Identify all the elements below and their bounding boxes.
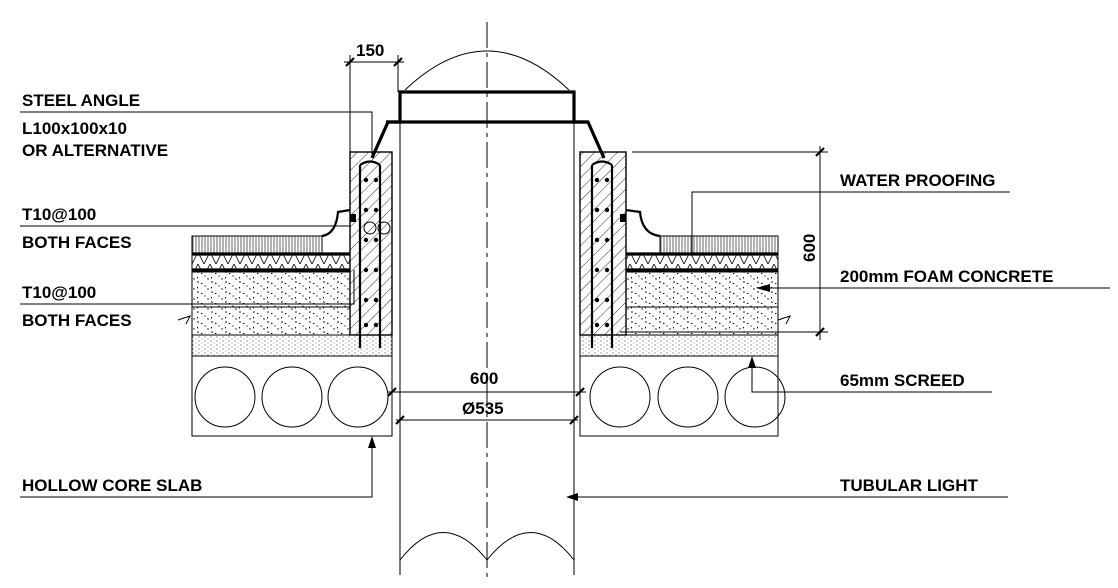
- label-rebar-top: T10@100: [22, 205, 96, 224]
- dim-600-horizontal-text: 600: [470, 369, 498, 388]
- annotation-labels: STEEL ANGLE L100x100x10 OR ALTERNATIVE T…: [22, 91, 1053, 495]
- dim-150-text: 150: [356, 41, 384, 60]
- label-water-proofing: WATER PROOFING: [840, 171, 996, 190]
- waterproofing-finish: [191, 208, 779, 256]
- dim-opening: 600 Ø535: [387, 369, 586, 425]
- dim-600-vertical-text: 600: [800, 234, 819, 262]
- concrete-upstand-right: [579, 151, 627, 348]
- insulation-layer: [191, 253, 779, 273]
- label-rebar-top-faces: BOTH FACES: [22, 233, 132, 252]
- hollow-core-slab: [191, 355, 786, 437]
- skylight-cap: [370, 90, 606, 159]
- leader-arrows: [368, 284, 770, 501]
- leaders: [20, 111, 1110, 498]
- label-rebar-bottom: T10@100: [22, 283, 96, 302]
- dim-600-vertical: 600: [620, 146, 828, 340]
- label-steel-angle-alt: OR ALTERNATIVE: [22, 141, 168, 160]
- dim-535-text: Ø535: [462, 399, 504, 418]
- screed-layer: [191, 334, 779, 357]
- label-screed: 65mm SCREED: [840, 371, 965, 390]
- label-steel-angle-size: L100x100x10: [22, 119, 127, 138]
- label-steel-angle: STEEL ANGLE: [22, 91, 140, 110]
- label-foam-concrete: 200mm FOAM CONCRETE: [840, 267, 1053, 286]
- rebar-dots: [363, 177, 610, 328]
- fixing-bolts: [350, 214, 626, 235]
- break-marks: [177, 315, 791, 325]
- label-tubular-light: TUBULAR LIGHT: [840, 476, 978, 495]
- label-hollow-core-slab: HOLLOW CORE SLAB: [22, 476, 202, 495]
- label-rebar-bottom-faces: BOTH FACES: [22, 311, 132, 330]
- concrete-upstand-left: [349, 151, 393, 348]
- dim-150: 150: [344, 41, 404, 152]
